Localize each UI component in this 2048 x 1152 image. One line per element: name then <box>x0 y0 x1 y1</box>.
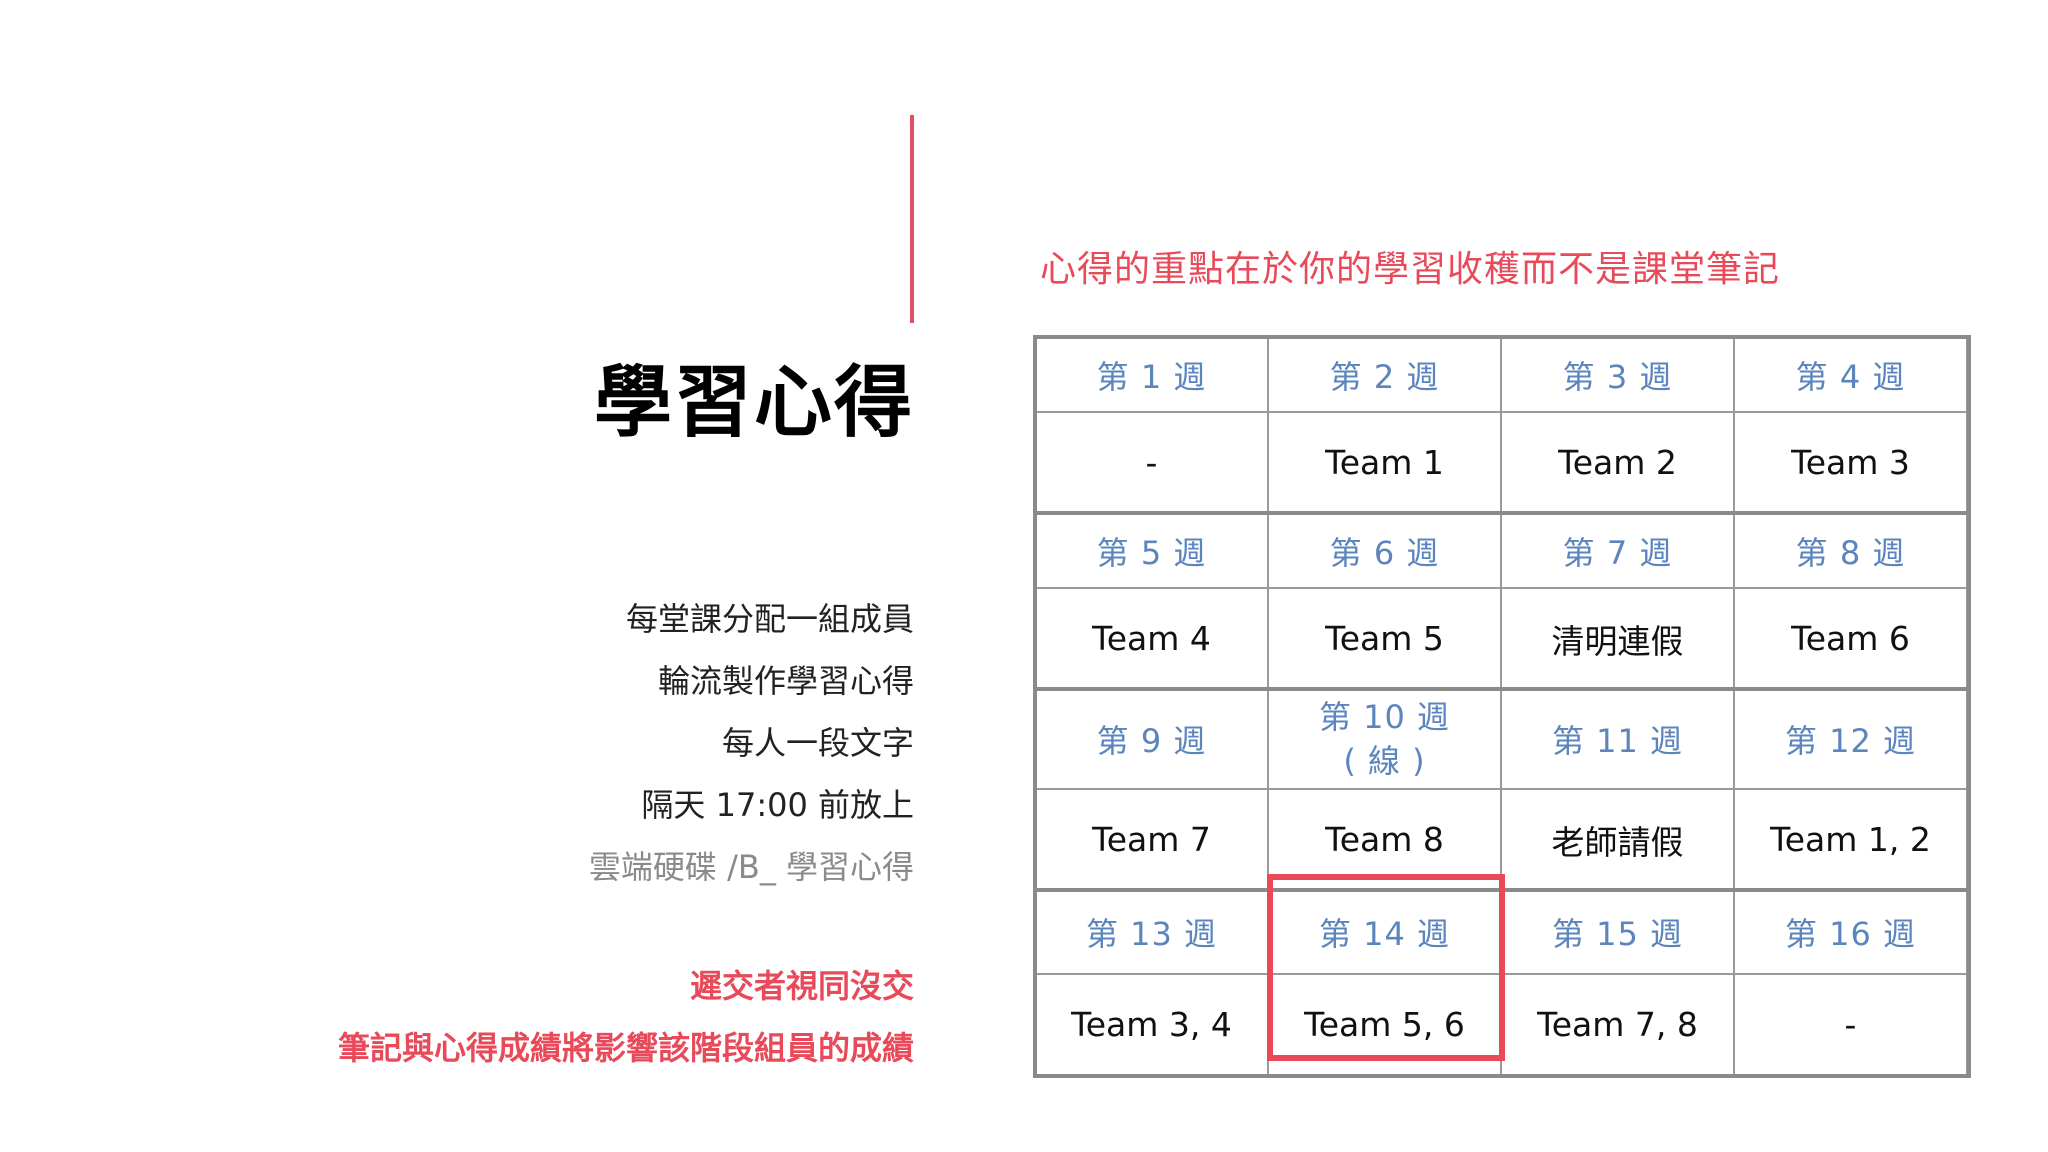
team-row: Team 7 Team 8 老師請假 Team 1, 2 <box>1034 788 1968 891</box>
team-cell: Team 5 <box>1267 587 1502 690</box>
week-cell: 第 3 週 <box>1500 336 1735 413</box>
team-cell: Team 6 <box>1733 587 1968 690</box>
team-cell: Team 1, 2 <box>1733 788 1968 891</box>
week-cell: 第 6 週 <box>1267 512 1502 589</box>
week-cell: 第 15 週 <box>1500 889 1735 975</box>
week-cell: 第 12 週 <box>1733 688 1968 790</box>
week-cell: 第 14 週 <box>1267 889 1502 975</box>
week-cell: 第 9 週 <box>1034 688 1269 790</box>
week-cell: 第 7 週 <box>1500 512 1735 589</box>
team-cell: Team 5, 6 <box>1267 973 1502 1076</box>
schedule-table: 第 1 週 第 2 週 第 3 週 第 4 週 - Team 1 Team 2 … <box>1034 336 1968 1076</box>
instructions: 每堂課分配一組成員 輪流製作學習心得 每人一段文字 隔天 17:00 前放上 雲… <box>589 588 914 898</box>
team-row: - Team 1 Team 2 Team 3 <box>1034 411 1968 514</box>
week-cell: 第 5 週 <box>1034 512 1269 589</box>
team-cell: 清明連假 <box>1500 587 1735 690</box>
team-cell: 老師請假 <box>1500 788 1735 891</box>
team-cell: Team 8 <box>1267 788 1502 891</box>
week-cell: 第 1 週 <box>1034 336 1269 413</box>
team-cell: Team 3 <box>1733 411 1968 514</box>
week-header-row: 第 13 週 第 14 週 第 15 週 第 16 週 <box>1034 889 1968 975</box>
page-title: 學習心得 <box>593 358 914 448</box>
team-cell: Team 4 <box>1034 587 1269 690</box>
team-cell: - <box>1733 973 1968 1076</box>
week-cell-with-note: 第 10 週 ( 線 ) <box>1267 688 1502 790</box>
warning-line: 筆記與心得成績將影響該階段組員的成績 <box>337 1029 914 1067</box>
team-row: Team 3, 4 Team 5, 6 Team 7, 8 - <box>1034 973 1968 1076</box>
week-cell: 第 11 週 <box>1500 688 1735 790</box>
team-cell: Team 1 <box>1267 411 1502 514</box>
week-cell: 第 2 週 <box>1267 336 1502 413</box>
instruction-line: 每堂課分配一組成員 <box>625 600 914 638</box>
team-row: Team 4 Team 5 清明連假 Team 6 <box>1034 587 1968 690</box>
week-header-row: 第 1 週 第 2 週 第 3 週 第 4 週 <box>1034 336 1968 413</box>
week-header-row: 第 9 週 第 10 週 ( 線 ) 第 11 週 第 12 週 <box>1034 688 1968 790</box>
instruction-line: 每人一段文字 <box>721 724 914 762</box>
instruction-line: 輪流製作學習心得 <box>657 662 914 700</box>
warning-line: 遲交者視同沒交 <box>689 967 914 1005</box>
week-header-row: 第 5 週 第 6 週 第 7 週 第 8 週 <box>1034 512 1968 589</box>
drive-path: 雲端硬碟 /B_ 學習心得 <box>588 848 914 886</box>
week-cell: 第 4 週 <box>1733 336 1968 413</box>
instruction-line: 隔天 17:00 前放上 <box>641 786 914 824</box>
team-cell: Team 7, 8 <box>1500 973 1735 1076</box>
team-cell: - <box>1034 411 1269 514</box>
warnings: 遲交者視同沒交 筆記與心得成績將影響該階段組員的成績 <box>338 955 914 1079</box>
accent-divider <box>910 115 914 323</box>
week-cell: 第 13 週 <box>1034 889 1269 975</box>
team-cell: Team 2 <box>1500 411 1735 514</box>
team-cell: Team 3, 4 <box>1034 973 1269 1076</box>
week-note: ( 線 ) <box>1343 742 1426 780</box>
week-label: 第 10 週 <box>1318 698 1451 736</box>
subtitle: 心得的重點在於你的學習收穫而不是課堂筆記 <box>1040 249 1781 290</box>
team-cell: Team 7 <box>1034 788 1269 891</box>
week-cell: 第 8 週 <box>1733 512 1968 589</box>
week-cell: 第 16 週 <box>1733 889 1968 975</box>
